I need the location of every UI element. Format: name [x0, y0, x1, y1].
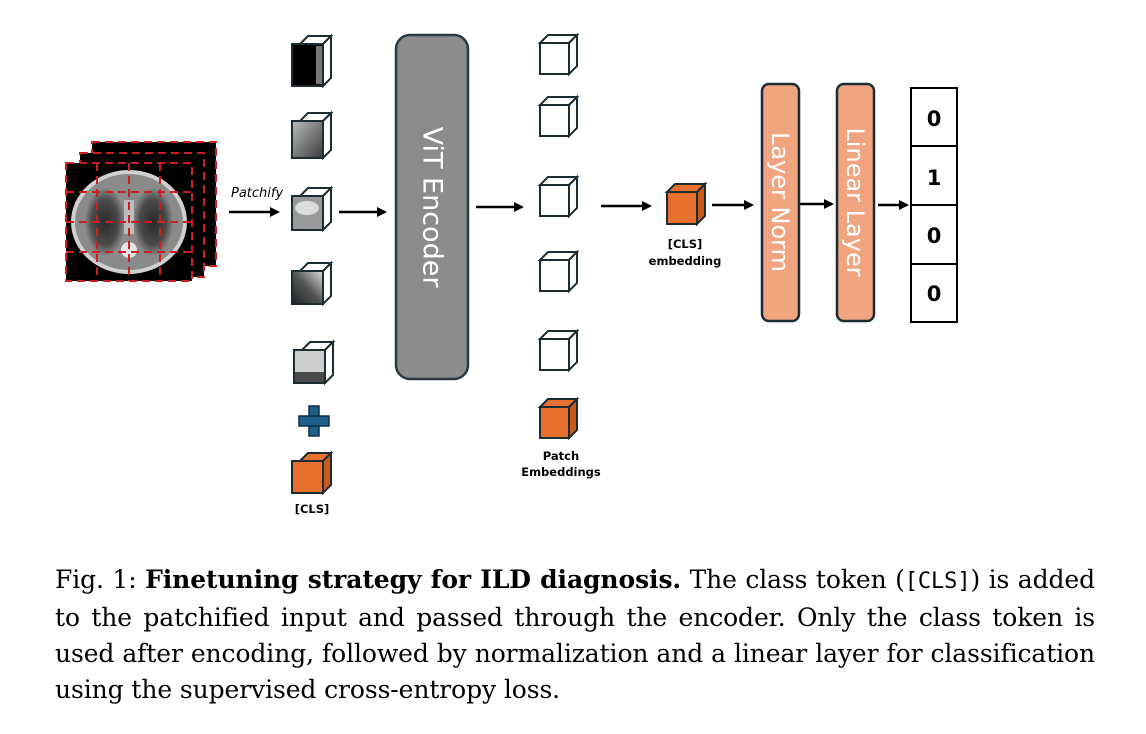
finetuning-diagram: Patchify — [65, 32, 958, 516]
patch-cube-2 — [291, 110, 334, 161]
output-value-2: 1 — [927, 166, 942, 190]
ct-slice-front — [65, 162, 193, 282]
output-vector: 0 1 0 0 — [910, 87, 958, 323]
caption-title: Finetuning strategy for ILD diagnosis. — [145, 565, 682, 594]
embedding-cube-cls — [537, 396, 580, 441]
caption-text-before-code: The class token ( — [689, 565, 905, 594]
embedding-cube-4 — [537, 249, 580, 294]
embedding-cube-2 — [537, 94, 580, 139]
layer-norm-label: Layer Norm — [766, 132, 794, 272]
embedding-cube-5 — [537, 328, 580, 373]
output-value-4: 0 — [927, 282, 942, 306]
layer-norm-block — [760, 82, 801, 323]
ct-input-stack — [65, 141, 217, 282]
cls-embedding-cube — [664, 181, 708, 227]
patchify-label: Patchify — [231, 186, 283, 201]
caption-code: [CLS] — [904, 569, 971, 594]
patch-cube-1 — [291, 33, 334, 89]
output-value-1: 0 — [927, 107, 942, 131]
plus-icon — [298, 405, 330, 437]
patch-cubes — [291, 33, 336, 386]
caption-text-after-code: ) is added to the patchified input and p… — [55, 565, 1096, 704]
vit-encoder-label: ViT Encoder — [417, 127, 448, 289]
cls-cube-input — [291, 450, 334, 496]
patch-embeddings-label-line2: Embeddings — [521, 465, 601, 479]
output-value-3: 0 — [927, 224, 942, 248]
linear-layer-label: Linear Layer — [841, 127, 869, 276]
linear-layer-block — [835, 82, 876, 323]
patch-cube-4 — [291, 260, 334, 307]
vit-encoder-block — [394, 33, 470, 381]
patch-embedding-cubes — [537, 32, 580, 441]
caption-fig-number: Fig. 1: — [55, 565, 137, 594]
cls-embedding-label-line1: [CLS] — [668, 237, 703, 251]
cls-embedding-label-line2: embedding — [649, 254, 722, 268]
patch-cube-5 — [293, 339, 336, 386]
figure-caption: Fig. 1: Finetuning strategy for ILD diag… — [55, 562, 1095, 708]
cls-label: [CLS] — [295, 502, 330, 516]
patch-embeddings-label-line1: Patch — [543, 449, 579, 463]
patch-cube-3 — [291, 185, 334, 233]
embedding-cube-1 — [537, 32, 580, 77]
embedding-cube-3 — [537, 174, 580, 219]
